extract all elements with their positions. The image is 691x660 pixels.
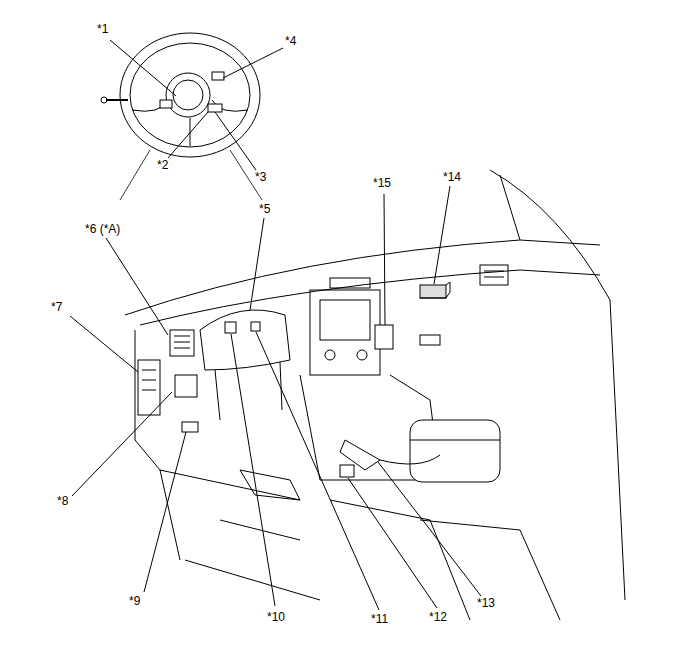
center-console [160,375,560,620]
callout-number: *11 [370,612,389,626]
callout-number: *6 (*A) [84,222,121,236]
leader-lines [70,40,481,610]
callout-number: *7 [50,300,63,314]
callout-number: *14 [442,170,462,184]
callout-number: *12 [428,610,448,624]
steering-wheel [101,33,262,200]
callout-number: *10 [266,610,286,624]
callout-number: *15 [372,176,392,190]
callout-number: *9 [128,594,141,608]
callout-number: *8 [56,494,69,508]
callout-number: *4 [284,34,297,48]
callout-number: *1 [96,22,109,36]
callout-number: *3 [254,170,267,184]
callout-number: *2 [156,158,169,172]
dashboard [125,170,625,600]
callout-number: *13 [476,596,496,610]
callout-number: *5 [258,202,271,216]
